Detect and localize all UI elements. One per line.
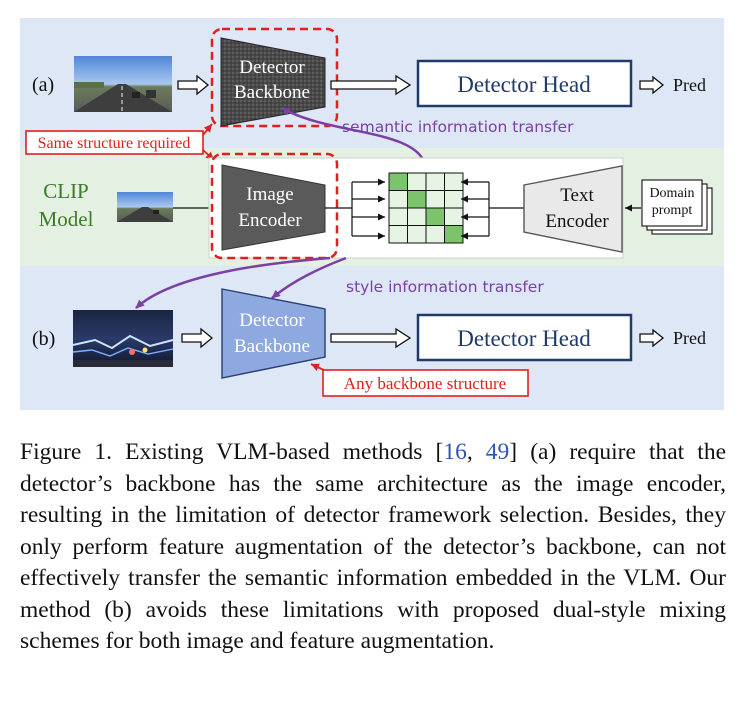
arrow-a-input: [177, 74, 210, 96]
image-encoder-line2: Encoder: [238, 210, 302, 231]
style-transfer-label: style information transfer: [346, 278, 544, 296]
similarity-cell: [407, 172, 427, 191]
similarity-cell: [444, 190, 464, 209]
detector-backbone-b-line1: Detector: [239, 310, 305, 331]
detector-backbone-a-line1: Detector: [239, 57, 305, 78]
arrow-b-pred: [639, 328, 665, 348]
detector-backbone-b-line2: Backbone: [234, 336, 310, 357]
detector-backbone-b: [221, 288, 326, 379]
image-encoder-line1: Image: [246, 184, 293, 205]
detector-backbone-a: [220, 37, 326, 127]
similarity-cell: [407, 207, 427, 226]
similarity-cell: [388, 172, 408, 191]
caption-sep: ,: [466, 439, 486, 465]
clip-model-label-line2: Model: [39, 207, 94, 231]
red-pointer-a: [202, 123, 213, 136]
image-encoder: [221, 164, 326, 251]
style-transfer-arrow-backbone: [271, 256, 347, 299]
detector-head-b: [416, 313, 633, 362]
night-road-photo-icon: [72, 310, 174, 367]
text-encoder-line2: Encoder: [545, 211, 609, 232]
pred-a: Pred: [673, 75, 706, 95]
row-a-label: (a): [32, 74, 54, 96]
domain-prompt-line1: Domain: [649, 186, 694, 201]
row-b-label: (b): [32, 328, 55, 350]
any-structure-text: Any backbone structure: [344, 374, 506, 393]
similarity-cell: [388, 225, 408, 244]
style-transfer-arrow-image: [135, 256, 331, 309]
same-structure-highlight-a: [210, 27, 339, 128]
road-photo-small-icon: [117, 192, 173, 222]
arrow-b-mid: [330, 327, 412, 349]
caption-prefix: Figure 1. Existing VLM-based methods [: [20, 439, 444, 465]
pred-b: Pred: [673, 328, 706, 348]
arrow-a-pred: [639, 75, 665, 95]
semantic-transfer-label: semantic information transfer: [342, 118, 574, 136]
same-structure-text: Same structure required: [38, 135, 191, 152]
semantic-transfer-arrow: [281, 106, 428, 169]
similarity-cell: [388, 207, 408, 226]
similarity-cell: [444, 225, 464, 244]
domain-prompt-line2: prompt: [652, 203, 693, 218]
image-feature-connectors: [325, 178, 385, 240]
similarity-cell: [425, 190, 445, 209]
same-structure-highlight-clip: [210, 152, 339, 260]
citation-link-16[interactable]: 16: [443, 439, 467, 465]
road-photo-icon: [74, 56, 172, 112]
detector-head-a-label: Detector Head: [457, 72, 591, 97]
similarity-cell: [407, 225, 427, 244]
similarity-cell: [388, 190, 408, 209]
text-encoder-line1: Text: [560, 185, 594, 206]
detector-head-a: [416, 59, 633, 108]
figure-1: (a) Detector Backbone Detector Head Pred…: [20, 18, 724, 410]
domain-prompt-stack: [641, 179, 713, 235]
similarity-cell: [407, 190, 427, 209]
figure-caption: Figure 1. Existing VLM-based methods [16…: [20, 437, 726, 658]
detector-head-b-label: Detector Head: [457, 326, 591, 351]
any-structure-badge: [322, 369, 529, 397]
arrow-a-mid: [330, 74, 412, 96]
similarity-cell: [444, 207, 464, 226]
arrow-b-input: [181, 327, 214, 349]
same-structure-badge: [25, 130, 204, 155]
citation-link-49[interactable]: 49: [485, 439, 510, 465]
similarity-cell: [425, 172, 445, 191]
similarity-cell: [444, 172, 464, 191]
similarity-grid: [388, 172, 464, 244]
text-feature-connectors: [461, 178, 524, 240]
clip-model-label-line1: CLIP: [43, 179, 89, 203]
similarity-cell: [425, 207, 445, 226]
caption-body: ] (a) require that the detector’s backbo…: [20, 439, 727, 654]
similarity-cell: [425, 225, 445, 244]
detector-backbone-a-line2: Backbone: [234, 82, 310, 103]
text-encoder: [523, 165, 623, 253]
